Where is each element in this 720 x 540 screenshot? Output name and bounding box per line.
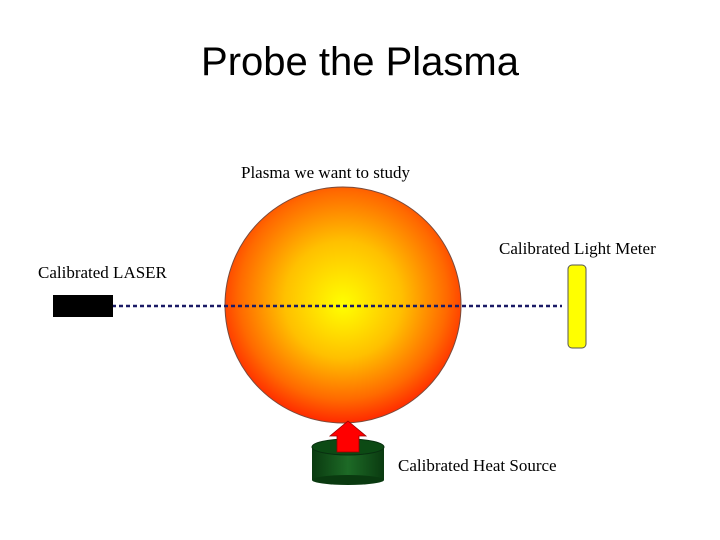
laser-label: Calibrated LASER xyxy=(38,263,167,282)
light-meter-label: Calibrated Light Meter xyxy=(499,239,656,258)
plasma-label: Plasma we want to study xyxy=(241,163,411,182)
light-meter-device xyxy=(567,264,587,349)
page-title: Probe the Plasma xyxy=(201,40,519,84)
heat-source-label: Calibrated Heat Source xyxy=(398,456,557,475)
laser-device xyxy=(53,295,113,317)
heat-arrow xyxy=(328,420,368,453)
